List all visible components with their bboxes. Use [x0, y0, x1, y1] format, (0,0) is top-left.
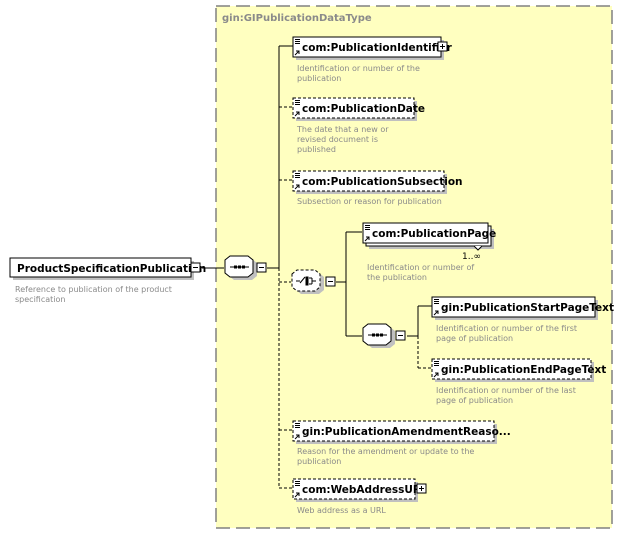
element-doc: Identification or number of the first — [436, 324, 577, 333]
element-doc: Reason for the amendment or update to th… — [297, 447, 474, 456]
element-doc: publication — [297, 74, 341, 83]
collapse-icon[interactable] — [396, 331, 405, 340]
collapse-icon[interactable] — [191, 263, 200, 272]
element-doc: Identification or number of the — [297, 64, 420, 73]
element-doc: published — [297, 145, 336, 154]
element-label: gin:PublicationEndPageText — [441, 364, 606, 376]
root-element[interactable]: ProductSpecificationPublication Referenc… — [10, 258, 206, 304]
element-doc: Web address as a URL — [297, 506, 386, 515]
expand-icon[interactable] — [438, 42, 447, 51]
element-publication-subsection[interactable]: com:PublicationSubsection Subsection or … — [293, 171, 463, 206]
element-doc: Identification or number of — [367, 263, 474, 272]
element-label: gin:PublicationStartPageText — [441, 302, 614, 314]
sequence-dot-icon — [238, 266, 241, 269]
sequence-dot-icon — [234, 266, 237, 269]
element-label: gin:PublicationAmendmentReaso... — [302, 426, 511, 438]
element-doc: page of publication — [436, 396, 513, 405]
root-doc-line-2: specification — [15, 295, 65, 304]
element-doc: Subsection or reason for publication — [297, 197, 442, 206]
element-label: com:PublicationIdentifier — [302, 42, 453, 54]
element-doc: revised document is — [297, 135, 378, 144]
element-doc: Identification or number of the last — [436, 386, 576, 395]
element-doc: page of publication — [436, 334, 513, 343]
element-label: com:PublicationPage — [372, 228, 496, 240]
root-element-label: ProductSpecificationPublication — [17, 263, 206, 275]
complex-type-title: gin:GIPublicationDataType — [222, 13, 372, 24]
element-label: com:WebAddressURI — [302, 484, 425, 496]
element-doc: The date that a new or — [296, 125, 389, 134]
sequence-dot-icon — [372, 334, 375, 337]
sequence-dot-icon — [376, 334, 379, 337]
expand-icon[interactable] — [417, 484, 426, 493]
element-label: com:PublicationSubsection — [302, 176, 463, 188]
sequence-dot-icon — [242, 266, 245, 269]
occurrence-label: 1..∞ — [462, 252, 481, 262]
collapse-icon[interactable] — [257, 263, 266, 272]
element-doc: the publication — [367, 273, 427, 282]
element-label: com:PublicationDate — [302, 103, 425, 115]
root-doc-line-1: Reference to publication of the product — [15, 285, 172, 294]
element-doc: publication — [297, 457, 341, 466]
collapse-icon[interactable] — [326, 277, 335, 286]
sequence-dot-icon — [380, 334, 383, 337]
